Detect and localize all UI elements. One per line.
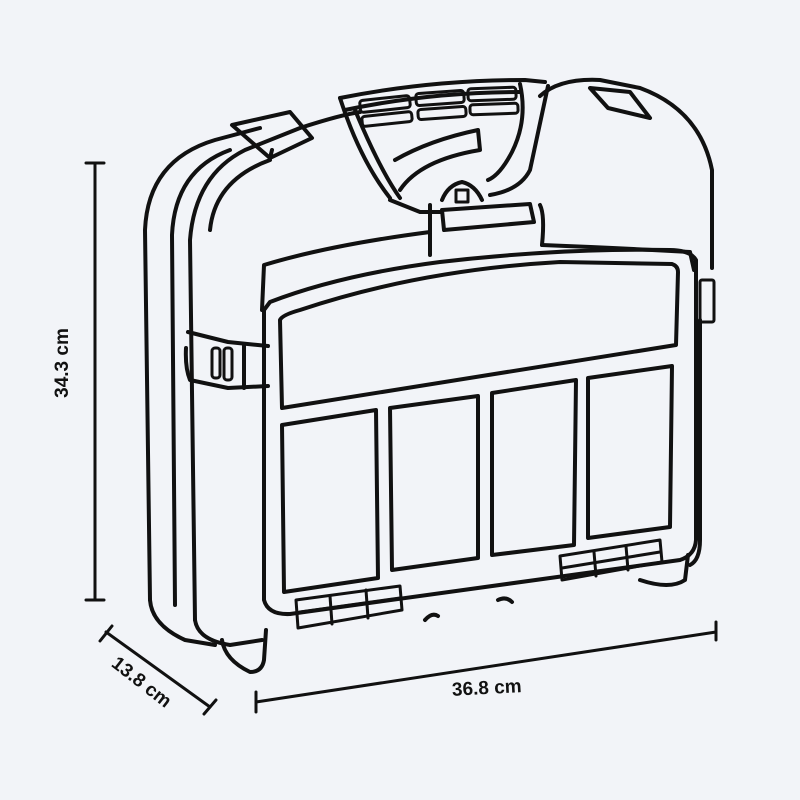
case-back-shell — [143, 126, 262, 647]
bottom-clips-left — [294, 584, 404, 630]
organizer-small-compartments — [280, 364, 674, 594]
height-dimension-line — [84, 161, 106, 602]
compartment-1 — [280, 408, 380, 594]
organizer-top-compartment — [278, 260, 680, 410]
width-dimension-line — [254, 620, 718, 714]
organizer-frame — [262, 247, 698, 617]
case-front-shell — [188, 77, 714, 647]
side-latch-right — [698, 278, 716, 324]
top-left-latch — [230, 110, 314, 160]
width-dimension-label: 36.8 cm — [451, 676, 523, 701]
center-lock-tab — [428, 180, 546, 257]
side-latch-left — [183, 330, 270, 390]
handle-grip-ribs — [358, 85, 520, 128]
bottom-clips-right — [558, 538, 664, 582]
carry-handle — [338, 78, 550, 214]
depth-dimension-line — [98, 624, 218, 716]
compartment-2 — [388, 394, 480, 572]
case-feet — [220, 553, 690, 674]
compartment-4 — [586, 364, 674, 540]
top-right-latch — [588, 86, 652, 120]
compartment-3 — [490, 378, 578, 557]
height-dimension-label: 34.3 cm — [51, 328, 73, 398]
